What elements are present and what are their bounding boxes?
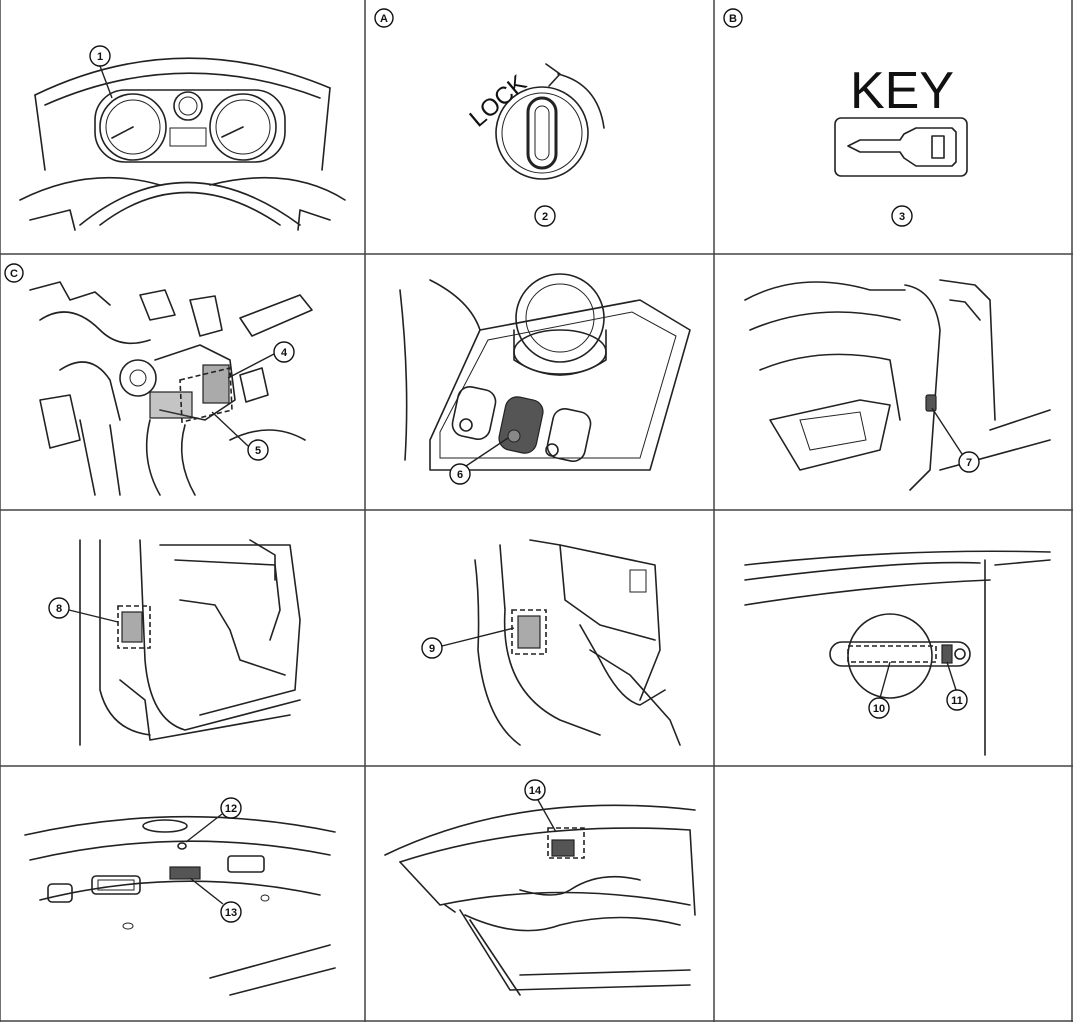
svg-text:C: C	[10, 268, 18, 280]
callout-3: 3	[891, 205, 913, 227]
panel-letter-a: A	[374, 8, 394, 28]
svg-text:7: 7	[966, 457, 972, 469]
svg-text:A: A	[380, 13, 388, 25]
callout-8: 8	[48, 597, 119, 623]
panel-instrument-cluster	[19, 57, 346, 231]
svg-text:2: 2	[542, 211, 548, 223]
callout-9: 9	[421, 627, 515, 659]
svg-text:1: 1	[97, 51, 103, 63]
callout-2: 2	[534, 205, 556, 227]
key-label: KEY	[850, 62, 954, 120]
panel-letter-b: B	[723, 8, 743, 28]
svg-text:11: 11	[951, 695, 963, 707]
svg-text:9: 9	[429, 643, 435, 655]
panel-front-door-switch	[744, 279, 1051, 491]
svg-text:12: 12	[225, 803, 237, 815]
callout-5: 5	[211, 411, 269, 461]
svg-text:4: 4	[281, 347, 288, 359]
panel-console-switches	[399, 273, 691, 471]
svg-text:3: 3	[899, 211, 905, 223]
callout-11: 11	[946, 661, 968, 711]
panel-rear-door-lock	[474, 539, 681, 746]
callout-1: 1	[89, 45, 113, 99]
panel-key: KEY	[834, 62, 968, 177]
svg-text:6: 6	[457, 469, 463, 481]
lock-label: LOCK	[465, 70, 532, 133]
panel-front-door-lock	[79, 539, 301, 746]
callout-6: 6	[449, 437, 509, 485]
panel-lock-ignition: LOCK	[465, 63, 605, 180]
panel-back-door-lock	[384, 804, 696, 996]
panel-tailgate-switch	[24, 815, 336, 996]
panel-steering-column	[29, 281, 313, 496]
callout-7: 7	[931, 407, 980, 473]
callout-10: 10	[868, 661, 891, 719]
callout-4: 4	[227, 341, 295, 379]
svg-text:5: 5	[255, 445, 261, 457]
callout-13: 13	[189, 877, 242, 923]
svg-text:B: B	[729, 13, 737, 25]
panel-letter-c: C	[4, 263, 24, 283]
callout-14: 14	[524, 779, 557, 833]
svg-text:10: 10	[873, 703, 885, 715]
panel-door-handle	[744, 550, 1051, 756]
svg-text:8: 8	[56, 603, 62, 615]
svg-text:13: 13	[225, 907, 237, 919]
svg-text:14: 14	[529, 785, 542, 797]
callout-12: 12	[185, 797, 242, 843]
